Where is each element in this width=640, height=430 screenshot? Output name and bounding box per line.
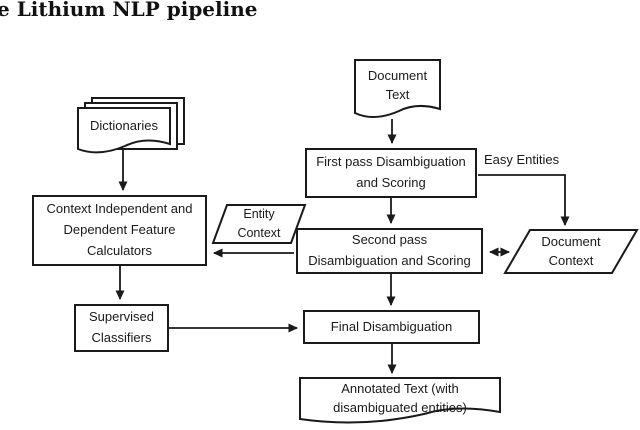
node-document-context-label: Document Context: [541, 233, 601, 269]
node-final-disambiguation: Final Disambiguation: [303, 310, 480, 344]
node-supervised-classifiers: Supervised Classifiers: [74, 304, 169, 352]
dictionaries-multidocument-shape: [77, 97, 185, 154]
node-document-text-label: Document Text: [367, 67, 428, 103]
annotated-text-shape: [299, 377, 501, 424]
entity-context-shape: [211, 204, 307, 244]
dictionaries-sheet-front: [77, 107, 171, 154]
node-annotated-text-label: Annotated Text (with disambiguated entit…: [333, 380, 467, 416]
document-context-shape: [503, 229, 639, 274]
edge-first-pass-to-document-context: [478, 174, 570, 226]
node-entity-context-label: Entity Context: [237, 207, 281, 240]
figure-title: e Lithium NLP pipeline: [0, 0, 258, 21]
node-second-pass-disambiguation: Second pass Disambiguation and Scoring: [296, 228, 483, 274]
node-first-pass-disambiguation: First pass Disambiguation and Scoring: [305, 148, 477, 198]
edge-label-easy-entities: Easy Entities: [484, 152, 560, 167]
node-context-feature-calculators: Context Independent and Dependent Featur…: [32, 195, 207, 266]
document-text-shape: [354, 59, 441, 118]
node-dictionaries-label: Dictionaries: [90, 118, 158, 134]
